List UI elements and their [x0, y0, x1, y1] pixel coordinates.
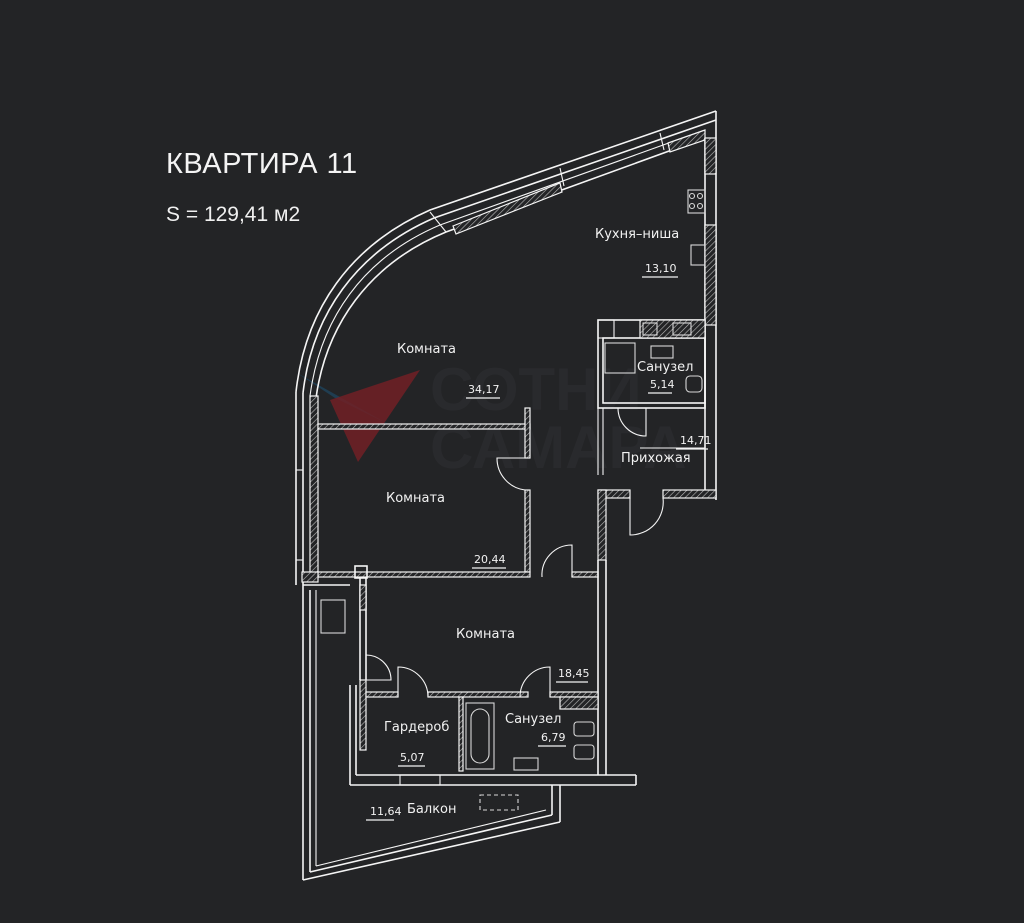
watermark-text-1: СОТНИ [430, 356, 642, 423]
room-name: Комната [397, 342, 456, 357]
apartment-area: S = 129,41 м2 [166, 203, 301, 226]
sink-icon [650, 345, 674, 359]
room-name: Санузел [637, 360, 693, 375]
room-living-2: Комната 20,44 [386, 491, 506, 569]
hallway-walls [597, 447, 717, 775]
room-hallway: 14,71 Прихожая [621, 434, 712, 466]
room-kitchen: Кухня–ниша 13,10 [595, 227, 679, 278]
room-name: Комната [456, 627, 515, 642]
room-area: 34,17 [468, 383, 500, 396]
dryer-icon [479, 794, 519, 811]
left-facade-wall [295, 392, 319, 585]
kitchen-fixtures [687, 189, 706, 266]
room-bathroom-1: Санузел 5,14 [637, 360, 693, 394]
room-name: Комната [386, 491, 445, 506]
shaft-icon [672, 322, 692, 336]
room-area: 18,45 [558, 667, 590, 680]
room-area: 11,64 [370, 805, 402, 818]
partition-room2-bottom [301, 544, 599, 583]
room-area: 5,14 [650, 378, 675, 391]
bidet-icon [573, 744, 595, 760]
sink-icon [513, 757, 539, 771]
balcony-walls [302, 584, 561, 881]
bathroom-1-walls [597, 319, 706, 475]
kitchen-sink-icon [690, 244, 706, 266]
room-balcony: 11,64 Балкон [366, 802, 457, 821]
shower-icon [604, 342, 636, 374]
room-name: Санузел [505, 712, 561, 727]
room-area: 14,71 [680, 434, 712, 447]
room-area: 6,79 [541, 731, 566, 744]
apartment-title: КВАРТИРА 11 [166, 148, 358, 180]
room-name: Кухня–ниша [595, 227, 679, 242]
room-wardrobe: Гардероб 5,07 [384, 720, 449, 767]
room-area: 13,10 [645, 262, 677, 275]
partition-rooms-1-2 [317, 407, 531, 573]
room-name: Гардероб [384, 720, 449, 735]
room-area: 20,44 [474, 553, 506, 566]
room-name: Прихожая [621, 451, 691, 466]
room-area: 5,07 [400, 751, 425, 764]
toilet-icon [685, 375, 703, 393]
lower-block-walls [349, 578, 637, 786]
outer-facade-wall [295, 110, 717, 399]
shaft-icon [642, 322, 658, 336]
bathtub-icon [465, 702, 495, 770]
room-living-1: Комната 34,17 [397, 342, 500, 399]
toilet-icon [573, 721, 595, 737]
room-bathroom-2: Санузел 6,79 [505, 712, 566, 747]
room-name: Балкон [407, 802, 457, 817]
ac-unit-icon [320, 599, 346, 634]
room-living-3: Комната 18,45 [456, 627, 590, 683]
stove-icon [687, 189, 706, 214]
